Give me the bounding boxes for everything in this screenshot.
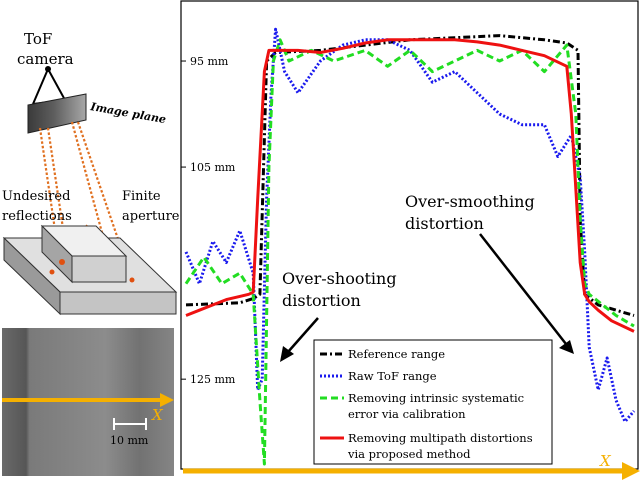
range-profile-chart: 95 mm 105 mm 125 mm X Over-shooting distor… — [180, 0, 640, 480]
overshoot-arrowhead-icon — [280, 346, 294, 362]
legend-label-proposed-line2: via proposed method — [347, 447, 471, 461]
image-plane-icon — [27, 93, 87, 134]
legend-label-reference: Reference range — [348, 347, 445, 361]
photo-axis-label: X — [151, 406, 164, 424]
camera-icon — [32, 66, 66, 105]
overshoot-label-line1: Over-shooting — [282, 269, 397, 288]
left-label-line2: reflections — [2, 209, 72, 224]
image-plane-label: Image plane — [88, 100, 167, 126]
legend: Reference range Raw ToF range Removing i… — [313, 339, 553, 465]
x-axis-label: X — [599, 452, 612, 470]
x-axis-arrowhead-icon — [622, 462, 640, 480]
series-lines — [184, 27, 636, 466]
camera-label-line1: ToF — [24, 30, 52, 48]
legend-label-calibrated-line1: Removing intrinsic systematic — [348, 391, 524, 405]
right-label-line2: aperture — [122, 209, 180, 224]
oversmooth-arrowhead-icon — [559, 340, 574, 354]
reflection-point-icon — [49, 269, 55, 275]
legend-box — [313, 339, 553, 465]
overshoot-label-line2: distortion — [282, 291, 361, 310]
oversmooth-label-line1: Over-smoothing — [405, 192, 535, 211]
series-calibrated-line — [184, 38, 635, 466]
overshoot-arrow — [287, 317, 319, 353]
y-tick-label: 105 mm — [190, 161, 236, 174]
oversmooth-arrow — [479, 233, 567, 345]
scale-bar-label: 10 mm — [110, 434, 149, 447]
oversmooth-label-line2: distortion — [405, 214, 484, 233]
photo-panel: X 10 mm — [2, 328, 174, 476]
photo-arrowhead-icon — [160, 393, 174, 407]
legend-label-raw: Raw ToF range — [348, 369, 437, 383]
legend-label-proposed-line1: Removing multipath distortions — [348, 431, 533, 445]
y-axis: 95 mm 105 mm 125 mm — [181, 55, 236, 386]
step-object-icon — [2, 224, 178, 316]
series-proposed-line — [185, 38, 635, 333]
schematic-panel: ToF camera Image plane — [2, 30, 180, 316]
legend-label-calibrated-line2: error via calibration — [348, 407, 466, 421]
right-label-line1: Finite — [122, 189, 161, 204]
y-tick-label: 95 mm — [190, 55, 229, 68]
scale-bar-icon — [113, 418, 147, 430]
left-label-line1: Undesired — [2, 189, 70, 204]
reflection-point-icon — [59, 259, 65, 265]
camera-label-line2: camera — [17, 50, 74, 68]
y-tick-label: 125 mm — [190, 373, 236, 386]
reflection-point-icon — [129, 277, 135, 283]
